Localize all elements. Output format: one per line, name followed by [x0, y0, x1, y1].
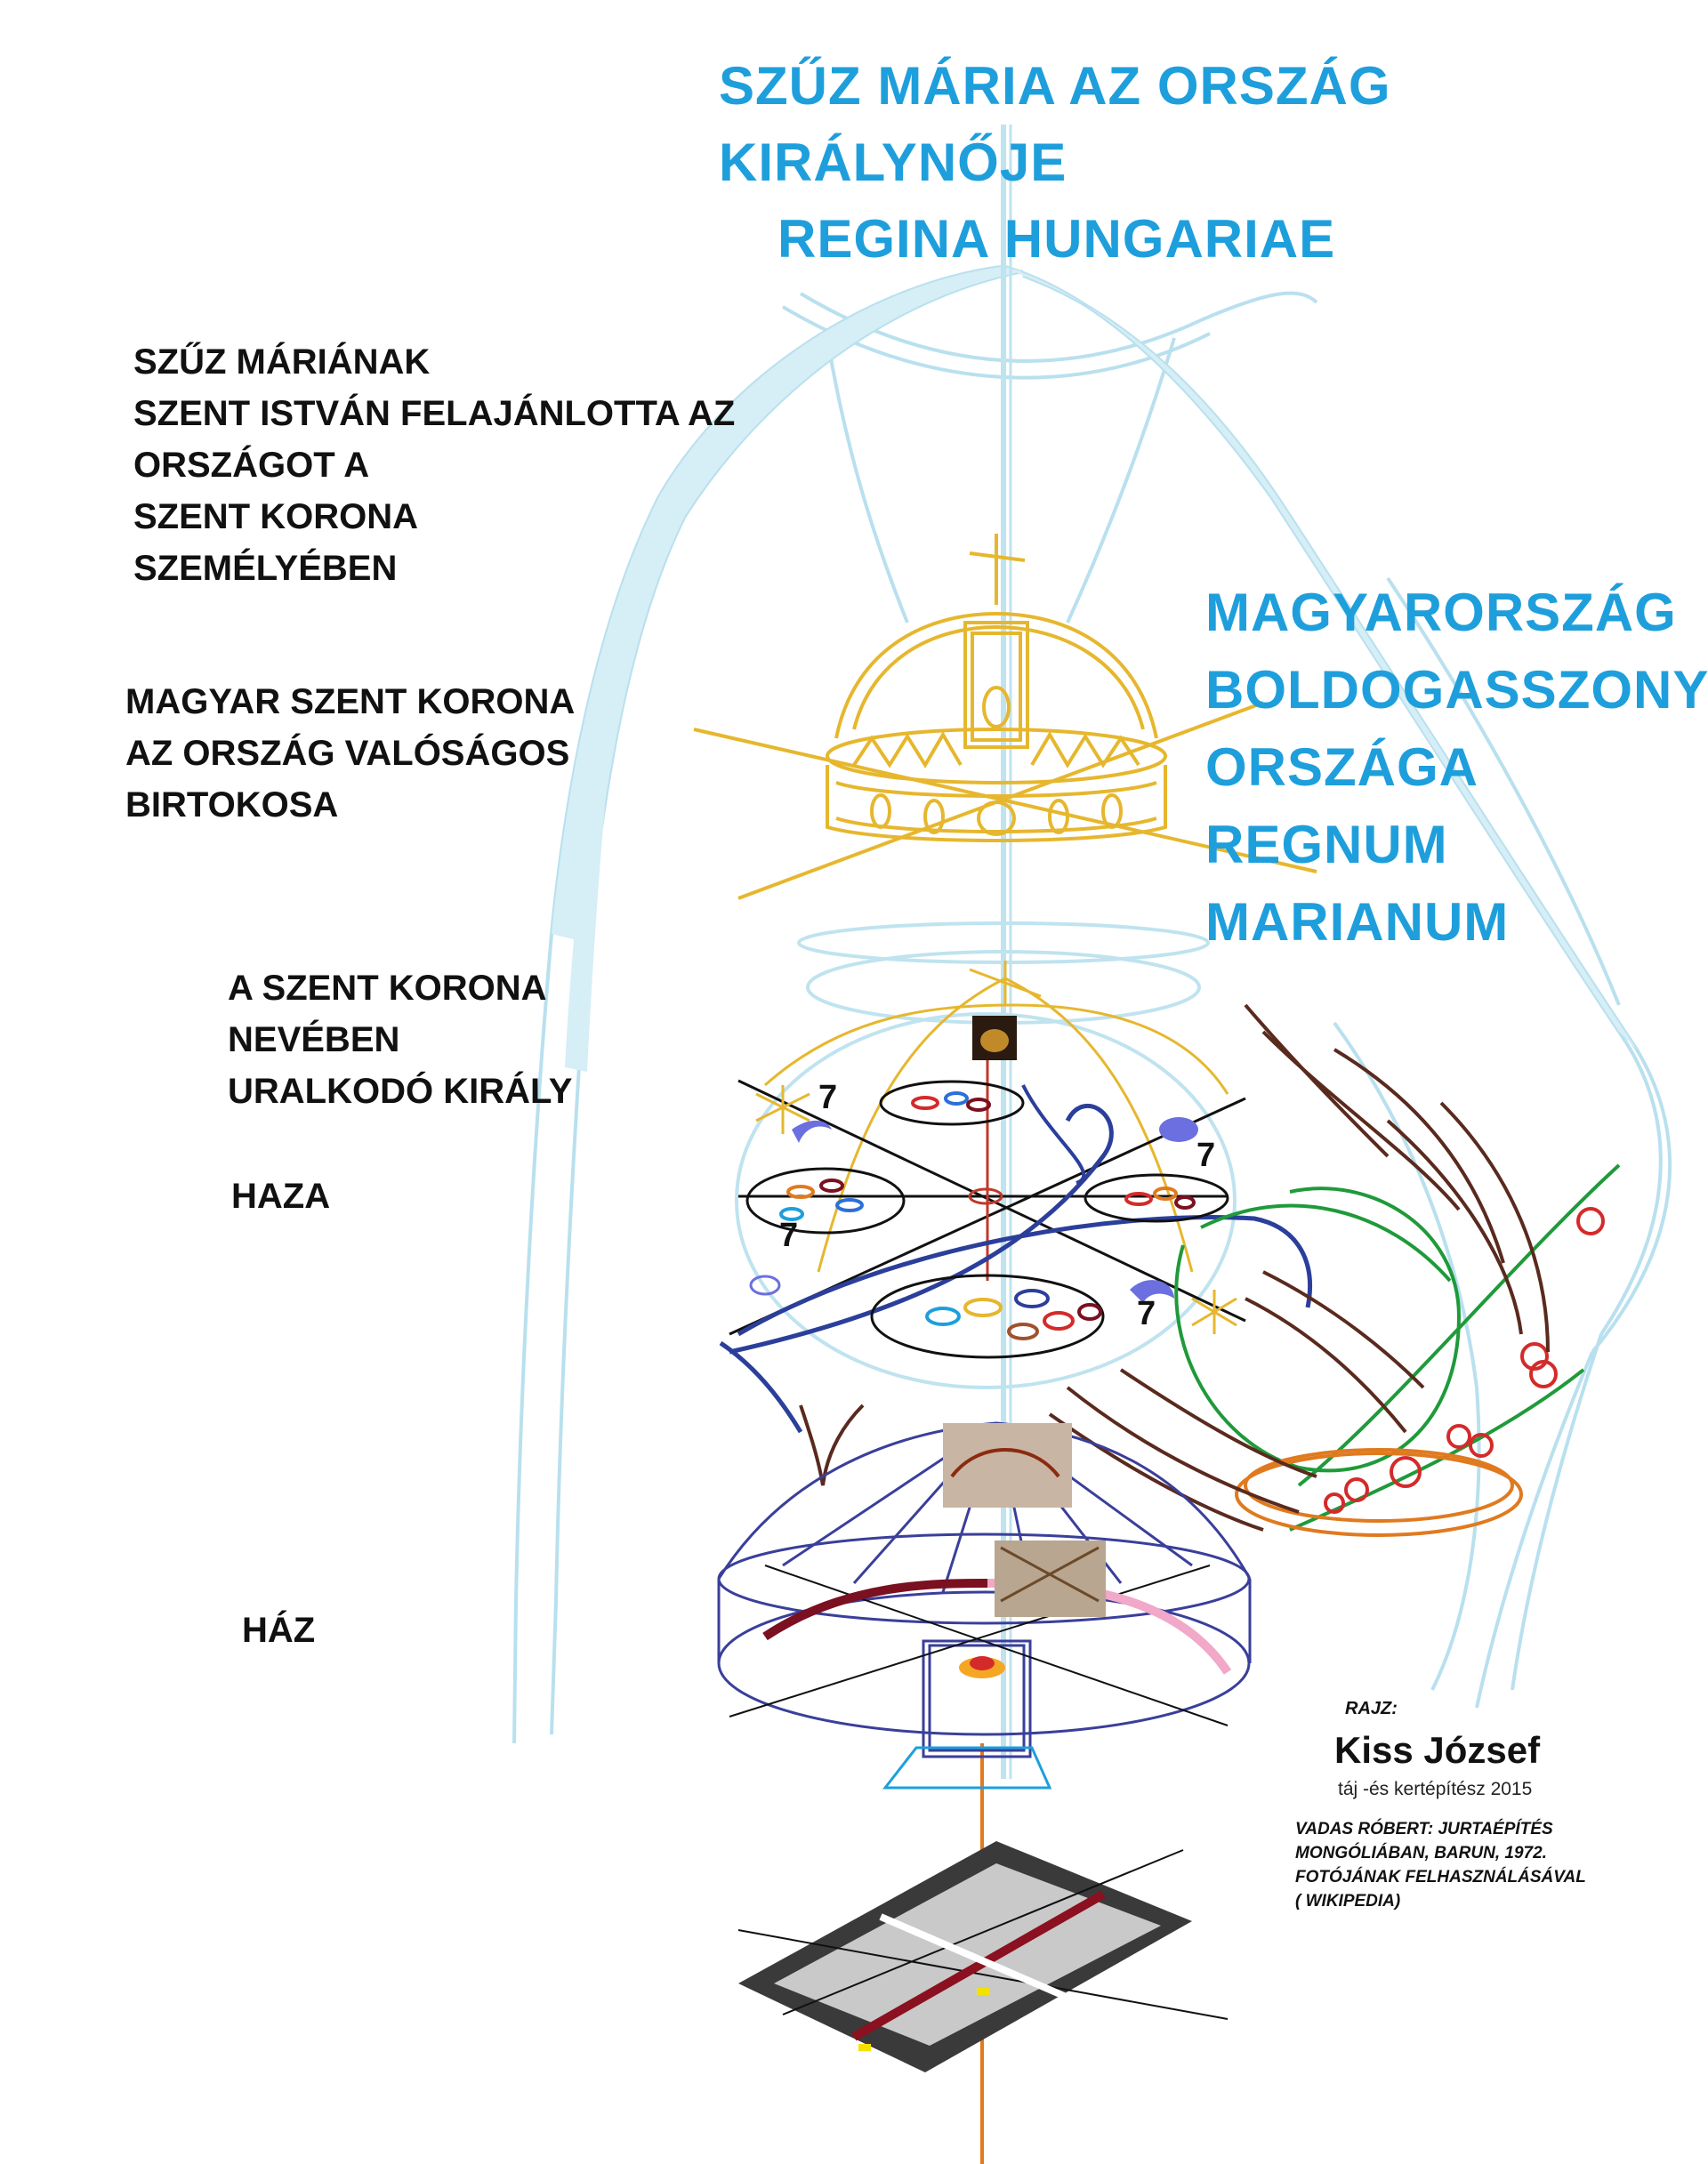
label-king: A SZENT KORONA NEVÉBEN URALKODÓ KIRÁLY: [228, 962, 572, 1117]
diagram-title: SZŰZ MÁRIA AZ ORSZÁG KIRÁLYNŐJE REGINA H…: [719, 48, 1391, 278]
globe-disks: [745, 1080, 1229, 1359]
offering-line-1: SZŰZ MÁRIÁNAK: [133, 342, 431, 382]
label-homeland: HAZA: [231, 1177, 331, 1216]
orange-disk: [1235, 1448, 1523, 1537]
owner-line-2: AZ ORSZÁG VALÓSÁGOS: [125, 734, 570, 773]
seven-marker-4: 7: [1137, 1295, 1156, 1332]
label-owner: MAGYAR SZENT KORONA AZ ORSZÁG VALÓSÁGOS …: [125, 676, 575, 831]
owner-line-1: MAGYAR SZENT KORONA: [125, 682, 576, 721]
photo-credit-line-4: ( WIKIPEDIA): [1295, 1892, 1401, 1911]
king-line-2: NEVÉBEN: [228, 1020, 400, 1059]
offering-line-2: SZENT ISTVÁN FELAJÁNLOTTA AZ: [133, 394, 736, 433]
holy-crown: [693, 534, 1317, 900]
king-line-3: URALKODÓ KIRÁLY: [228, 1072, 573, 1111]
title-line-1: SZŰZ MÁRIA AZ ORSZÁG: [719, 56, 1391, 116]
label-house: HÁZ: [242, 1611, 316, 1650]
right-heading-line-5: MARIANUM: [1205, 892, 1510, 952]
seven-marker-3: 7: [779, 1217, 799, 1254]
credit-photo-source: VADAS RÓBERT: JURTAÉPÍTÉS MONGÓLIÁBAN, B…: [1295, 1817, 1586, 1913]
label-offering: SZŰZ MÁRIÁNAK SZENT ISTVÁN FELAJÁNLOTTA …: [133, 336, 735, 594]
yurt-photo-2: [995, 1541, 1106, 1617]
red-rings: [1324, 1207, 1605, 1514]
right-heading-line-3: ORSZÁGA: [1205, 737, 1478, 797]
offering-line-3: ORSZÁGOT A: [133, 446, 370, 485]
right-heading-line-2: BOLDOGASSZONY: [1205, 660, 1708, 720]
yurt-cross-lines: [729, 1565, 1229, 1726]
yurt-base: [882, 1746, 1052, 1790]
mantle-fill: [552, 267, 1637, 1072]
seven-marker-1: 7: [818, 1079, 838, 1116]
title-line-2: KIRÁLYNŐJE: [719, 133, 1068, 192]
photo-credit-line-3: FOTÓJÁNAK FELHASZNÁLÁSÁVAL: [1295, 1868, 1586, 1886]
owner-line-3: BIRTOKOSA: [125, 785, 339, 825]
disk-tokens: [779, 1091, 1196, 1340]
title-line-3: REGINA HUNGARIAE: [777, 209, 1336, 269]
seven-marker-2: 7: [1196, 1137, 1216, 1174]
credit-drawing-label: RAJZ:: [1345, 1699, 1398, 1718]
crown-thumbnail: [972, 1016, 1017, 1060]
credit-role: táj -és kertépítész 2015: [1338, 1779, 1533, 1799]
photo-credit-line-2: MONGÓLIÁBAN, BARUN, 1972.: [1295, 1844, 1547, 1862]
right-heading: MAGYARORSZÁG BOLDOGASSZONY ORSZÁGA REGNU…: [1205, 574, 1708, 961]
offering-line-5: SZEMÉLYÉBEN: [133, 549, 398, 588]
right-heading-line-1: MAGYARORSZÁG: [1205, 583, 1677, 642]
offering-line-4: SZENT KORONA: [133, 497, 418, 536]
suns: [755, 961, 1237, 1334]
king-line-1: A SZENT KORONA: [228, 969, 547, 1008]
right-heading-line-4: REGNUM: [1205, 815, 1448, 874]
hearth-fire: [959, 1656, 1005, 1678]
foundation-plan: [737, 1841, 1229, 2072]
yurt-photo-1: [943, 1423, 1072, 1508]
crescents: [749, 1117, 1198, 1303]
credit-author: Kiss József: [1334, 1729, 1541, 1771]
photo-credit-line-1: VADAS RÓBERT: JURTAÉPÍTÉS: [1295, 1820, 1553, 1838]
brown-strokes: [1048, 1003, 1550, 1532]
